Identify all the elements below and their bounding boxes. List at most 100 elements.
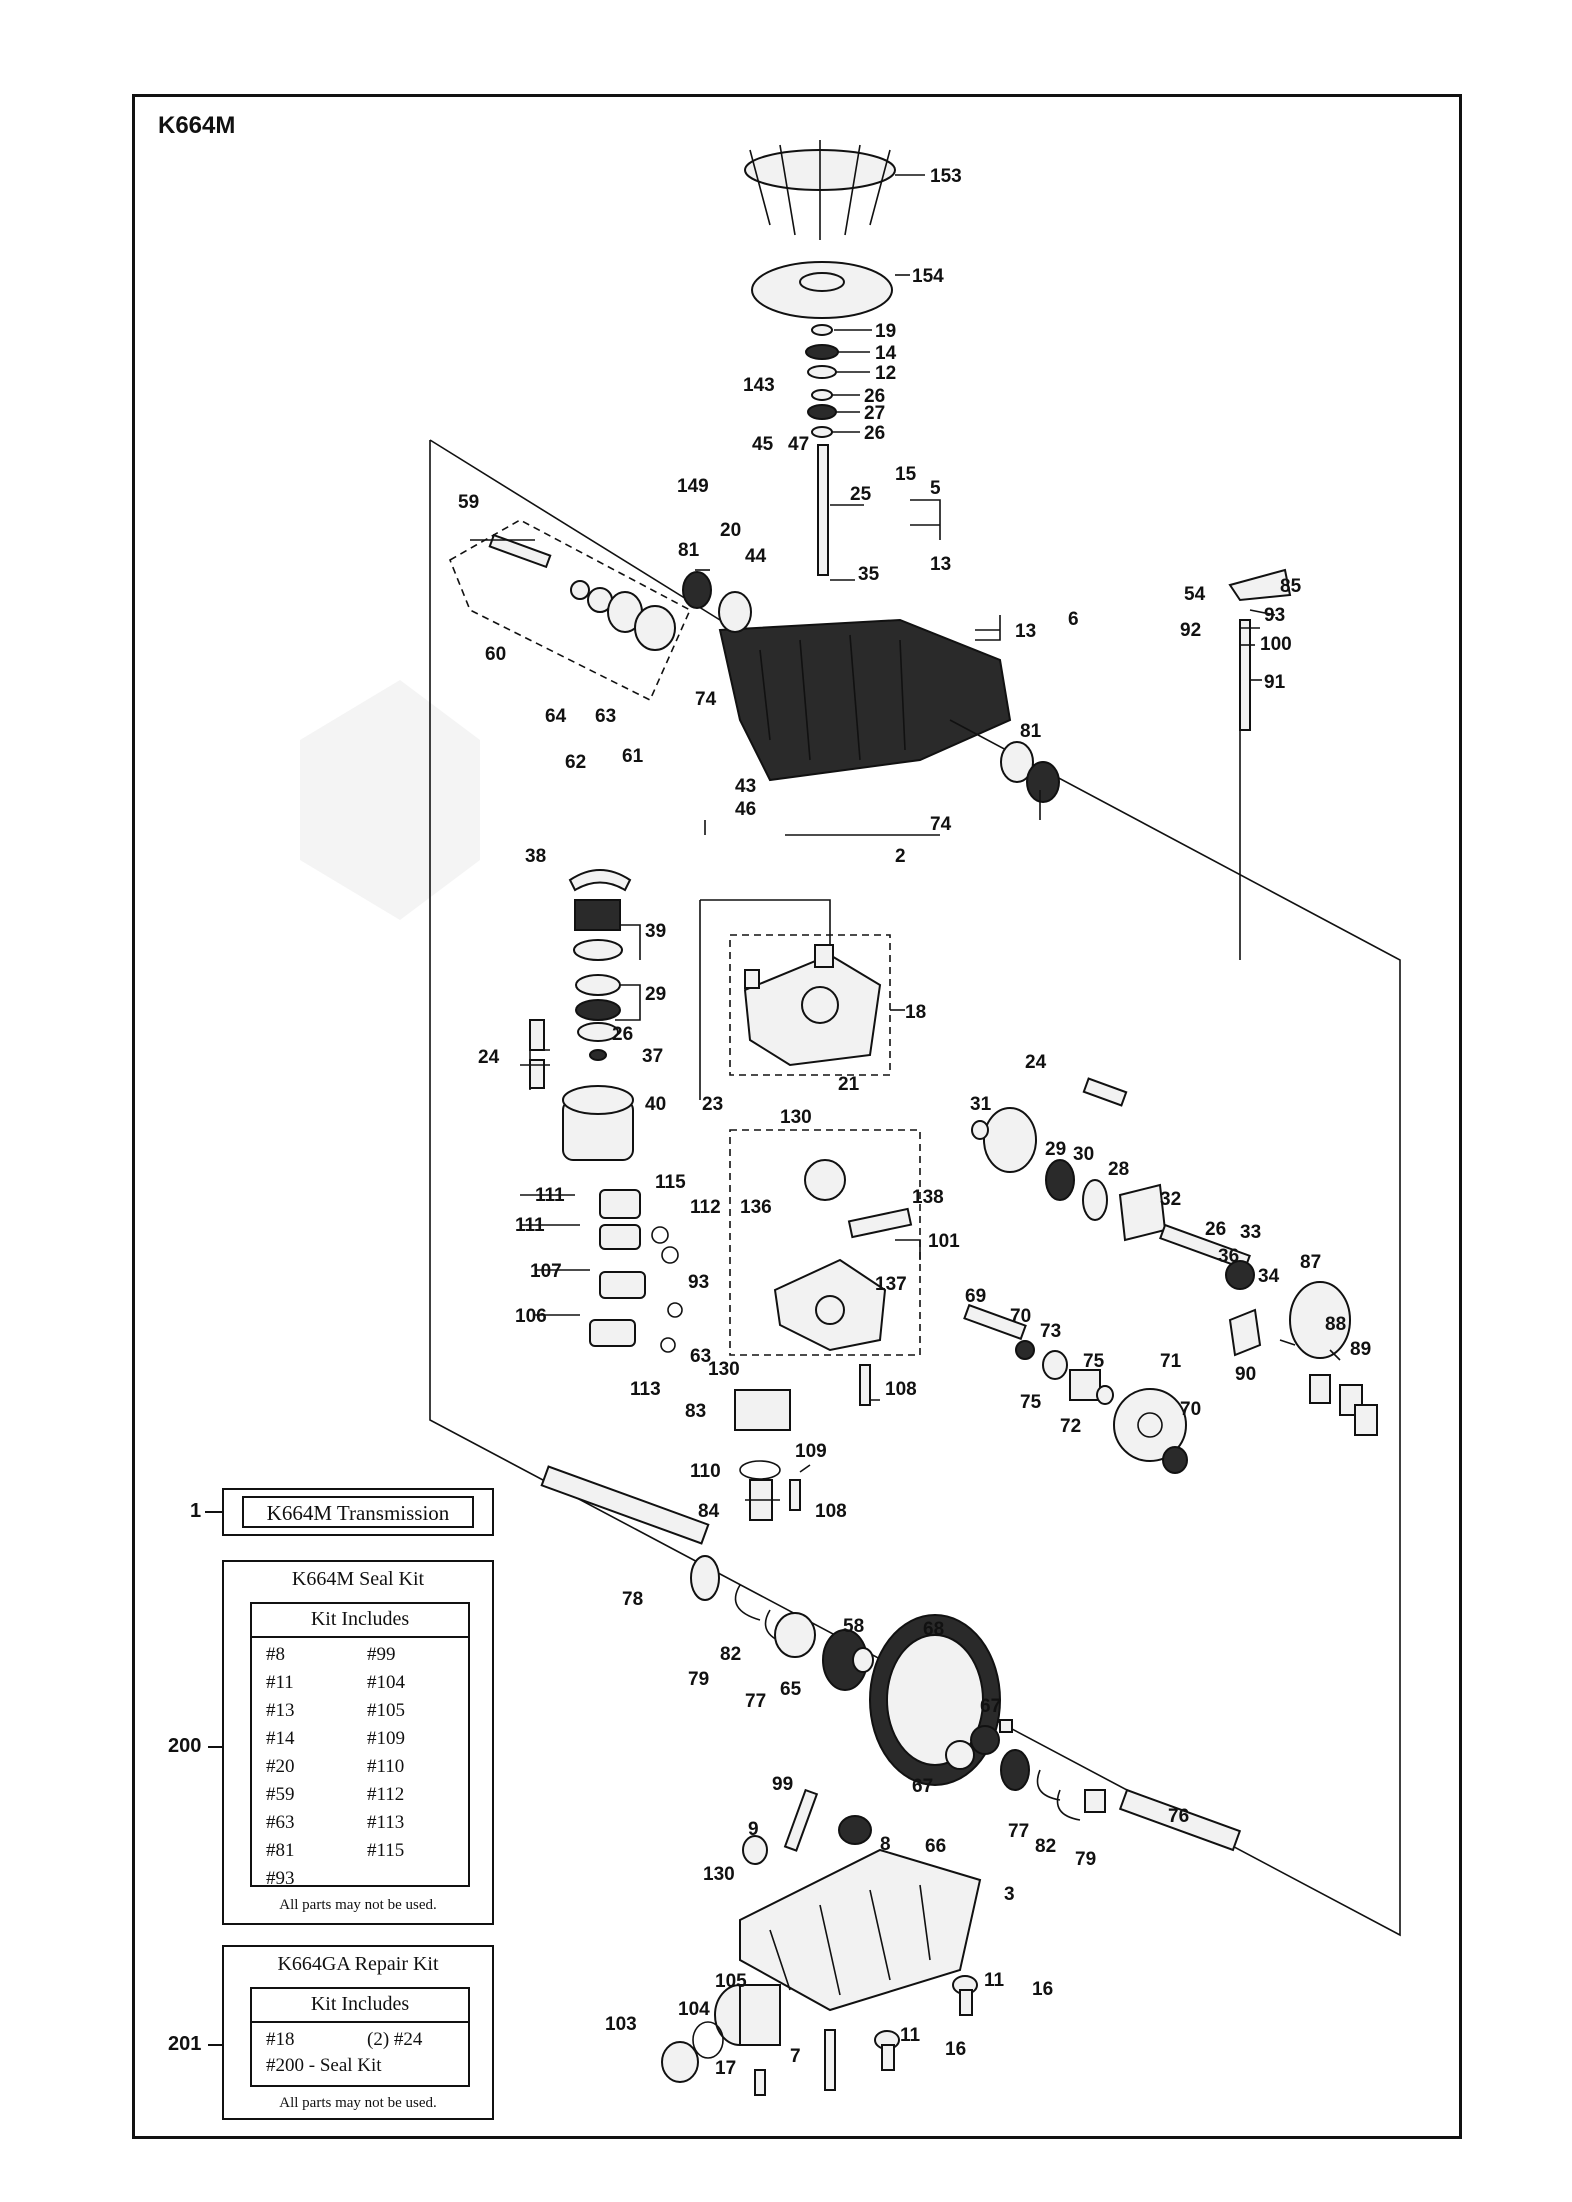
- callout: 26: [612, 1024, 633, 1045]
- callout: 16: [1032, 1979, 1053, 2000]
- callout: 47: [788, 434, 809, 455]
- callout: 109: [795, 1441, 827, 1462]
- callout: 130: [703, 1864, 735, 1885]
- callout: 75: [1020, 1392, 1042, 1413]
- callout: 43: [735, 776, 756, 797]
- repair-kit-item-list: #18 (2) #24 #200 - Seal Kit: [252, 2023, 468, 2077]
- callout: 88: [1325, 1314, 1346, 1335]
- callout: 13: [930, 554, 951, 575]
- callout: 11: [900, 2025, 921, 2046]
- control-shaft-part: [1239, 619, 1251, 731]
- callout: 37: [642, 1046, 663, 1067]
- callout: 23: [702, 1094, 723, 1115]
- callout: 17: [715, 2058, 736, 2079]
- callout: 8: [880, 1834, 891, 1855]
- callout: 108: [885, 1379, 917, 1400]
- callout: 54: [1184, 584, 1206, 605]
- valve-block-part: [734, 1364, 871, 1521]
- callout: 60: [485, 644, 506, 665]
- kit-item: #105: [367, 1700, 405, 1721]
- callout: 26: [864, 423, 885, 444]
- callout: 103: [605, 2014, 637, 2035]
- callout: 130: [708, 1359, 740, 1380]
- callout: 32: [1160, 1189, 1181, 1210]
- callout: 154: [912, 266, 944, 287]
- callout: 136: [740, 1197, 772, 1218]
- callout-leaders: [470, 174, 1341, 1501]
- filter-assembly: [661, 1975, 978, 2096]
- callout: 38: [525, 846, 546, 867]
- repair-kit-includes: Kit Includes #18 (2) #24 #200 - Seal Kit: [250, 1987, 470, 2087]
- callout: 63: [690, 1346, 711, 1367]
- transmission-box: K664M Transmission: [222, 1488, 494, 1536]
- kit-item: #81: [266, 1840, 295, 1861]
- callout: 108: [815, 1501, 847, 1522]
- callout: 11: [984, 1970, 1005, 1991]
- callout: 75: [1083, 1351, 1105, 1372]
- output-gear-set: [963, 1303, 1188, 1474]
- callout: 105: [715, 1971, 747, 1992]
- callout: 70: [1180, 1399, 1201, 1420]
- callout: 89: [1350, 1339, 1371, 1360]
- callout-labels: 153 154 19 14 12 26 27 26 143 45 47 149 …: [458, 166, 1371, 2079]
- callout: 138: [912, 1187, 944, 1208]
- control-arm-part: [1228, 568, 1292, 602]
- seal-kit-box: K664M Seal Kit Kit Includes #8 #99 #11 #…: [222, 1560, 494, 1925]
- lower-housing-part: [739, 1788, 982, 2012]
- callout: 28: [1108, 1159, 1129, 1180]
- callout: 93: [1264, 605, 1285, 626]
- repair-kit-note: All parts may not be used.: [279, 2095, 437, 2111]
- callout: 76: [1168, 1806, 1189, 1827]
- callout: 24: [478, 1047, 500, 1068]
- callout: 74: [695, 689, 717, 710]
- callout: 99: [772, 1774, 793, 1795]
- callout: 149: [677, 476, 709, 497]
- input-shaft-part: [817, 444, 829, 576]
- ref-leader: [208, 1746, 223, 1748]
- callout: 26: [864, 386, 885, 407]
- differential-ring-gear-part: [869, 1614, 1242, 1852]
- callout: 81: [1020, 721, 1042, 742]
- callout: 143: [743, 375, 775, 396]
- callout: 115: [655, 1172, 686, 1193]
- callout: 12: [875, 363, 896, 384]
- pulley-part: [751, 261, 893, 319]
- callout: 33: [1240, 1222, 1261, 1243]
- callout: 7: [790, 2046, 801, 2067]
- callout: 110: [690, 1461, 721, 1482]
- callout: 77: [1008, 1821, 1029, 1842]
- repair-kit-title: K664GA Repair Kit: [277, 1953, 439, 1975]
- bushing-part: [718, 591, 752, 633]
- callout: 3: [1004, 1884, 1015, 1905]
- callout: 87: [1300, 1252, 1321, 1273]
- kit-item: #14: [266, 1728, 295, 1749]
- callout: 72: [1060, 1416, 1081, 1437]
- callout: 111: [515, 1215, 545, 1236]
- callout: 101: [928, 1231, 960, 1252]
- callout: 25: [850, 484, 872, 505]
- fan-blade-part: [744, 140, 896, 240]
- kit-item: #115: [367, 1840, 405, 1861]
- callout: 67: [980, 1696, 1001, 1717]
- callout: 9: [748, 1819, 759, 1840]
- callout: 79: [688, 1669, 709, 1690]
- callout: 84: [698, 1501, 720, 1522]
- callout: 71: [1160, 1351, 1182, 1372]
- callout: 59: [458, 492, 479, 513]
- kit-item: #20: [266, 1756, 295, 1777]
- kit-item: #109: [367, 1728, 405, 1749]
- callout: 83: [685, 1401, 706, 1422]
- callout: 112: [690, 1197, 721, 1218]
- callout: 27: [864, 403, 885, 424]
- repair-kit-ref-number: 201: [168, 2033, 202, 2055]
- callout: 34: [1258, 1266, 1280, 1287]
- callout: 153: [930, 166, 962, 187]
- callout: 58: [843, 1616, 864, 1637]
- callout: 85: [1280, 576, 1302, 597]
- callout: 24: [1025, 1052, 1047, 1073]
- callout: 29: [645, 984, 666, 1005]
- callout: 100: [1260, 634, 1292, 655]
- charge-pump-part: [773, 1159, 913, 1352]
- diagram-frame: [132, 94, 1462, 2139]
